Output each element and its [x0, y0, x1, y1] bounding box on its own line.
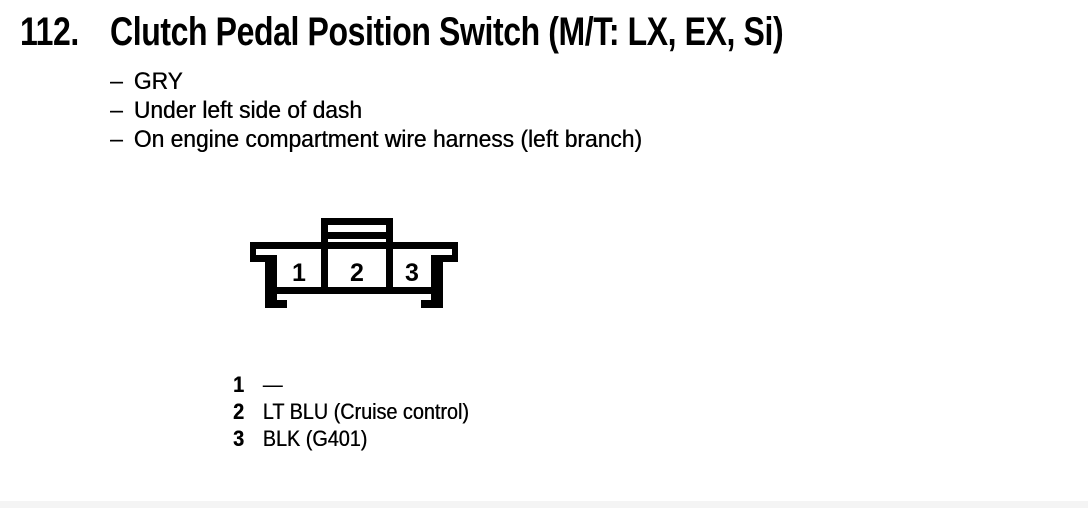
- dash-bullet: –: [110, 97, 123, 124]
- cell2-right-wall: [386, 218, 393, 294]
- legend-wire-label: BLK (G401): [262, 426, 368, 451]
- pin-1-label: 1: [292, 259, 306, 287]
- detail-text: Under left side of dash: [133, 97, 362, 124]
- body-top-bar: [250, 242, 458, 249]
- legend-pin-number: 2: [233, 399, 245, 424]
- legend-row-1: 1 —: [233, 371, 469, 398]
- tab-inner-line: [321, 232, 393, 239]
- right-outer-stub: [452, 242, 458, 262]
- detail-line-location: – Under left side of dash: [110, 96, 642, 125]
- detail-text: GRY: [133, 68, 183, 95]
- pin-legend: 1 — 2 LT BLU (Cruise control) 3 BLK (G40…: [233, 371, 469, 452]
- right-foot: [421, 300, 443, 308]
- legend-wire-label: LT BLU (Cruise control): [262, 399, 469, 424]
- left-step: [256, 255, 269, 262]
- left-outer-stub: [250, 242, 256, 262]
- footer-strip: [0, 501, 1088, 508]
- dash-bullet: –: [110, 68, 123, 95]
- legend-row-3: 3 BLK (G401): [233, 425, 469, 452]
- pin-2-label: 2: [350, 259, 364, 287]
- left-side-wall: [265, 255, 277, 308]
- pin-3-label: 3: [405, 259, 419, 287]
- left-foot: [265, 300, 287, 308]
- heading-number: 112.: [20, 10, 79, 54]
- legend-pin-number: 1: [233, 372, 245, 397]
- detail-line-color: – GRY: [110, 67, 642, 96]
- legend-wire-label: —: [262, 372, 283, 397]
- legend-row-2: 2 LT BLU (Cruise control): [233, 398, 469, 425]
- connector-diagram: 1 2 3: [250, 218, 458, 308]
- body-bottom-bar: [277, 287, 431, 294]
- cell2-left-wall: [321, 218, 328, 294]
- detail-text: On engine compartment wire harness (left…: [133, 126, 642, 153]
- page-title: Clutch Pedal Position Switch (M/T: LX, E…: [110, 10, 784, 54]
- right-side-wall: [431, 255, 443, 308]
- tab-top-edge: [321, 218, 393, 225]
- dash-bullet: –: [110, 126, 123, 153]
- right-step: [439, 255, 452, 262]
- detail-line-harness: – On engine compartment wire harness (le…: [110, 125, 642, 154]
- legend-pin-number: 3: [233, 426, 245, 451]
- detail-list: – GRY – Under left side of dash – On eng…: [110, 67, 642, 154]
